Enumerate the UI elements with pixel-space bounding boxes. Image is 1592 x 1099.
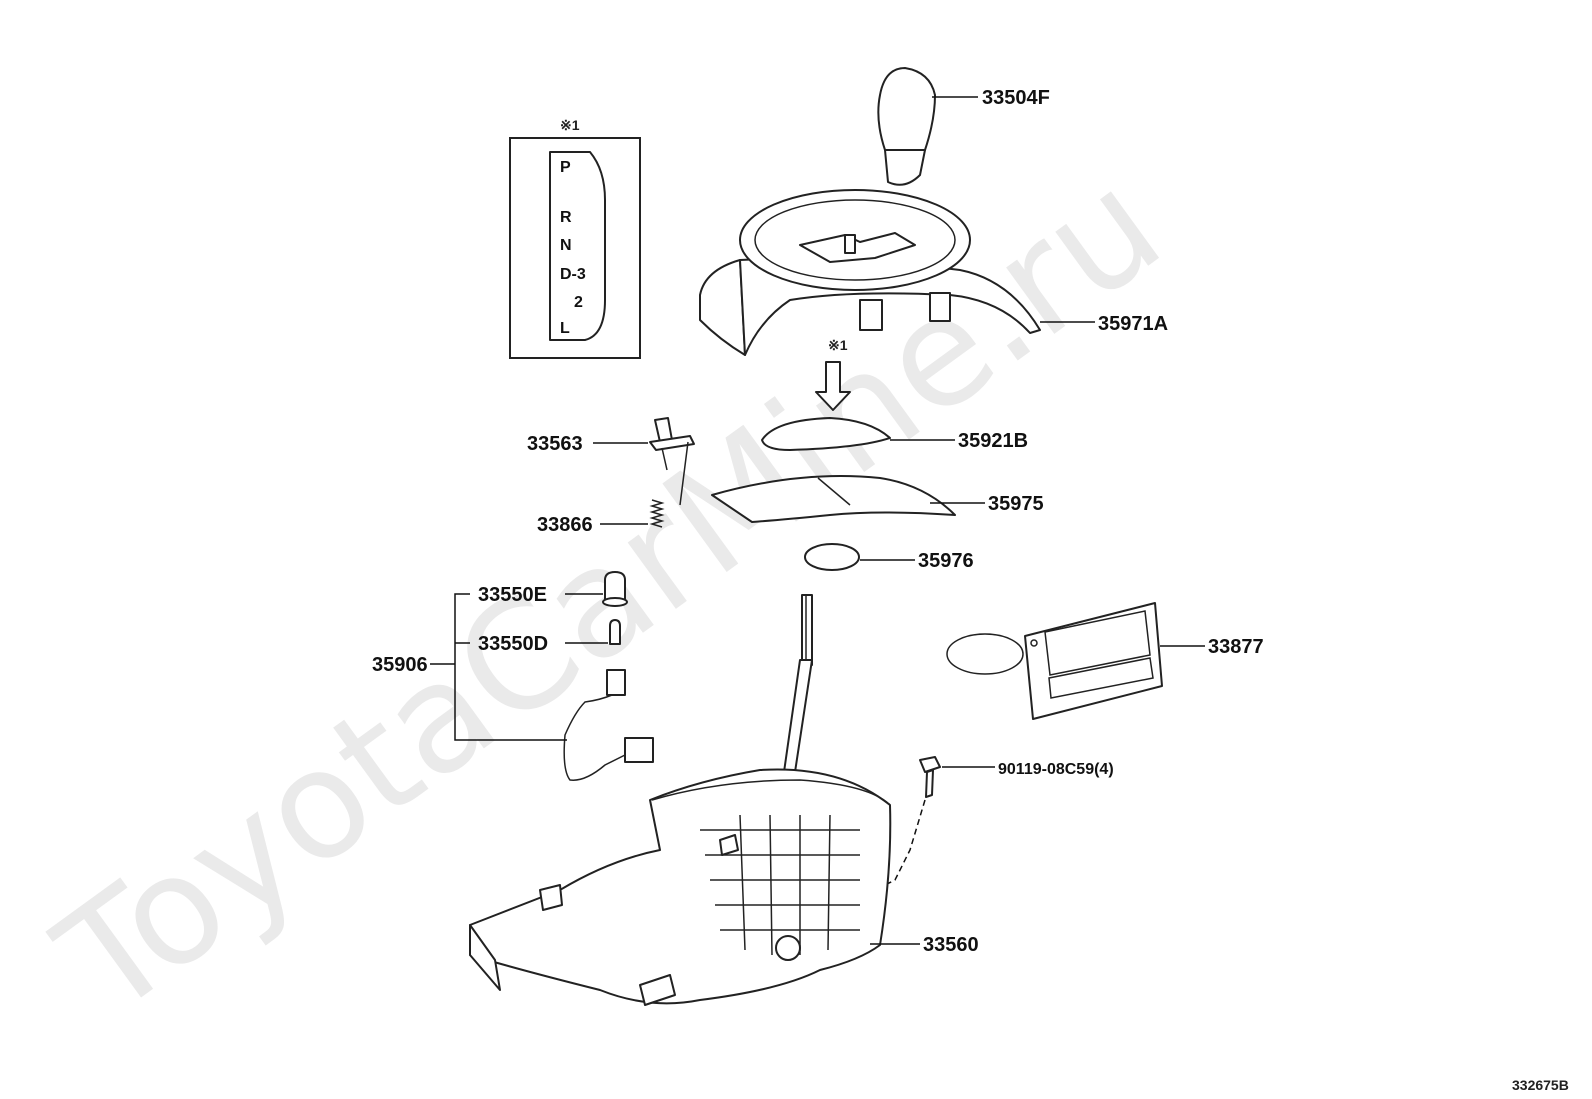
callout-bulb-d: 33550D bbox=[478, 633, 548, 655]
callout-spring: 33866 bbox=[537, 514, 593, 536]
callout-bolt: 90119-08C59(4) bbox=[998, 761, 1114, 778]
indicator-plate bbox=[761, 417, 891, 451]
callout-knob: 33504F bbox=[982, 87, 1050, 109]
gear-label-l: L bbox=[560, 320, 570, 337]
callout-lever: 33563 bbox=[527, 433, 583, 455]
bulb-assembly bbox=[563, 571, 654, 781]
gear-label-d3: D-3 bbox=[560, 266, 586, 283]
down-arrow bbox=[815, 361, 851, 411]
callout-plate-35976: 35976 bbox=[918, 550, 974, 572]
arrow-note: ※1 bbox=[828, 337, 848, 353]
slide-cover bbox=[711, 475, 956, 523]
shift-knob bbox=[877, 67, 936, 186]
label-plate bbox=[946, 602, 1163, 720]
callout-slide-cover: 35975 bbox=[988, 493, 1044, 515]
inset-note: ※1 bbox=[560, 117, 580, 133]
callout-bulb-assy: 35906 bbox=[372, 654, 428, 676]
callout-shift-assy: 33560 bbox=[923, 934, 979, 956]
gear-label-r: R bbox=[560, 209, 572, 226]
shift-lever-assembly bbox=[469, 594, 892, 1006]
gear-label-n: N bbox=[560, 237, 572, 254]
callout-bezel: 35971A bbox=[1098, 313, 1168, 335]
lock-lever bbox=[649, 417, 695, 506]
plate-35976 bbox=[804, 543, 860, 571]
shift-bezel bbox=[699, 189, 1041, 356]
compression-spring bbox=[649, 499, 665, 528]
callout-bulb-e: 33550E bbox=[478, 584, 547, 606]
gear-label-p: P bbox=[560, 159, 571, 176]
callout-label-plate: 33877 bbox=[1208, 636, 1264, 658]
inset-gate-indicator: ※1 P R N D-3 2 L bbox=[509, 117, 641, 359]
gear-label-2: 2 bbox=[574, 294, 583, 311]
diagram-ref: 332675B bbox=[1512, 1077, 1569, 1093]
bolt bbox=[919, 756, 941, 798]
callout-indicator-plate: 35921B bbox=[958, 430, 1028, 452]
